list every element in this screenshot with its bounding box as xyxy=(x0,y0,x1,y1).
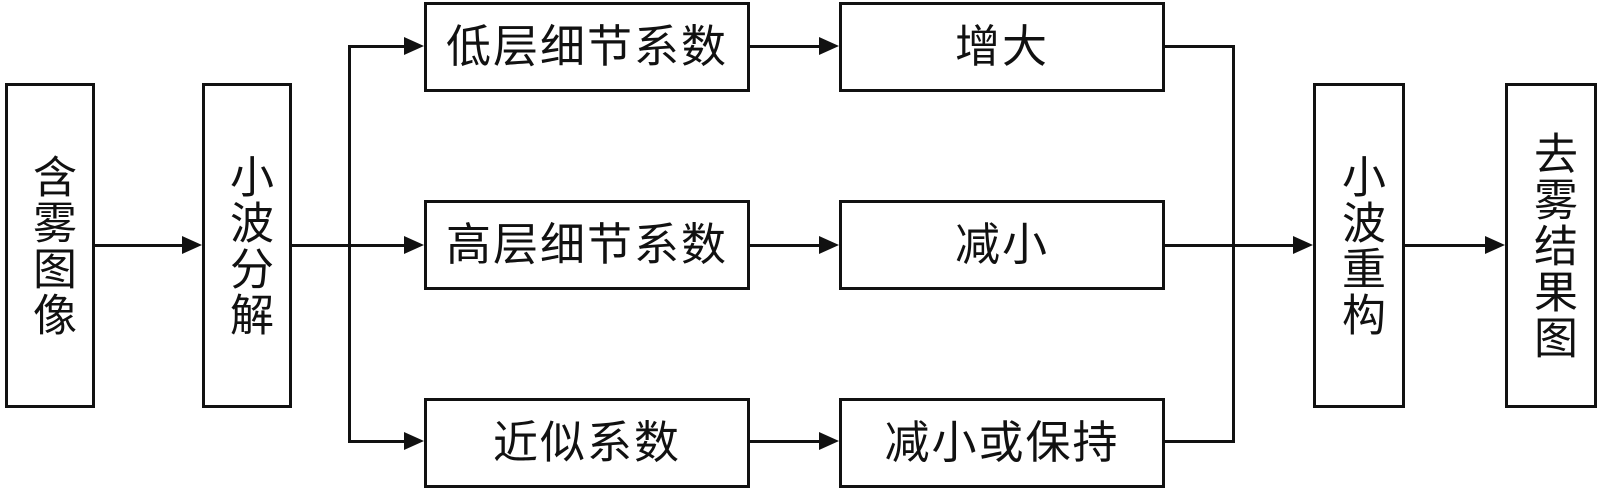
edge-decomposition-to-high-detail-line xyxy=(292,244,404,247)
edge-increase-to-merge-line xyxy=(1165,45,1235,48)
edge-reconstruction-to-result-arrowhead-icon xyxy=(1485,236,1505,254)
edge-branch-to-low-detail-arrowhead-icon xyxy=(404,37,424,55)
node-decrease: 减小 xyxy=(839,200,1165,290)
node-dehazed-result-image: 去雾结果图 xyxy=(1505,83,1597,408)
edge-approximation-to-decrease-or-keep-line xyxy=(750,440,819,443)
edge-high-detail-to-decrease-arrowhead-icon xyxy=(819,236,839,254)
edge-branch-to-low-detail-line xyxy=(349,45,404,48)
node-approximation-coefficients: 近似系数 xyxy=(424,398,750,488)
node-hazy-image: 含雾图像 xyxy=(5,83,95,408)
node-dehazed-result-image-label: 去雾结果图 xyxy=(1527,130,1576,361)
edge-decomposition-to-high-detail-arrowhead-icon xyxy=(404,236,424,254)
node-decrease-label: 减小 xyxy=(954,219,1049,270)
node-increase: 增大 xyxy=(839,2,1165,92)
node-low-level-detail-coefficients: 低层细节系数 xyxy=(424,2,750,92)
node-hazy-image-label: 含雾图像 xyxy=(26,153,75,338)
node-high-level-detail-coefficients: 高层细节系数 xyxy=(424,200,750,290)
node-wavelet-reconstruction-label: 小波重构 xyxy=(1335,153,1384,338)
node-decrease-or-keep: 减小或保持 xyxy=(839,398,1165,488)
edge-hazy-to-decomposition-arrowhead-icon xyxy=(182,236,202,254)
edge-reconstruction-to-result-line xyxy=(1405,244,1485,247)
edge-merge-to-reconstruction-line xyxy=(1165,244,1293,247)
node-wavelet-decomposition-label: 小波分解 xyxy=(223,153,272,338)
edge-hazy-to-decomposition-line xyxy=(95,244,182,247)
node-low-level-detail-coefficients-label: 低层细节系数 xyxy=(445,21,728,72)
node-high-level-detail-coefficients-label: 高层细节系数 xyxy=(445,219,728,270)
edge-approximation-to-decrease-or-keep-arrowhead-icon xyxy=(819,432,839,450)
node-wavelet-reconstruction: 小波重构 xyxy=(1313,83,1405,408)
edge-branch-to-approximation-arrowhead-icon xyxy=(404,432,424,450)
edge-low-detail-to-increase-line xyxy=(750,45,819,48)
node-approximation-coefficients-label: 近似系数 xyxy=(492,417,681,468)
node-increase-label: 增大 xyxy=(954,21,1049,72)
edge-low-detail-to-increase-arrowhead-icon xyxy=(819,37,839,55)
edge-decrease-or-keep-to-merge-line xyxy=(1165,440,1235,443)
node-decrease-or-keep-label: 减小或保持 xyxy=(884,417,1120,468)
edge-branch-to-approximation-line xyxy=(349,440,404,443)
node-wavelet-decomposition: 小波分解 xyxy=(202,83,292,408)
edge-high-detail-to-decrease-line xyxy=(750,244,819,247)
edge-merge-to-reconstruction-arrowhead-icon xyxy=(1293,236,1313,254)
